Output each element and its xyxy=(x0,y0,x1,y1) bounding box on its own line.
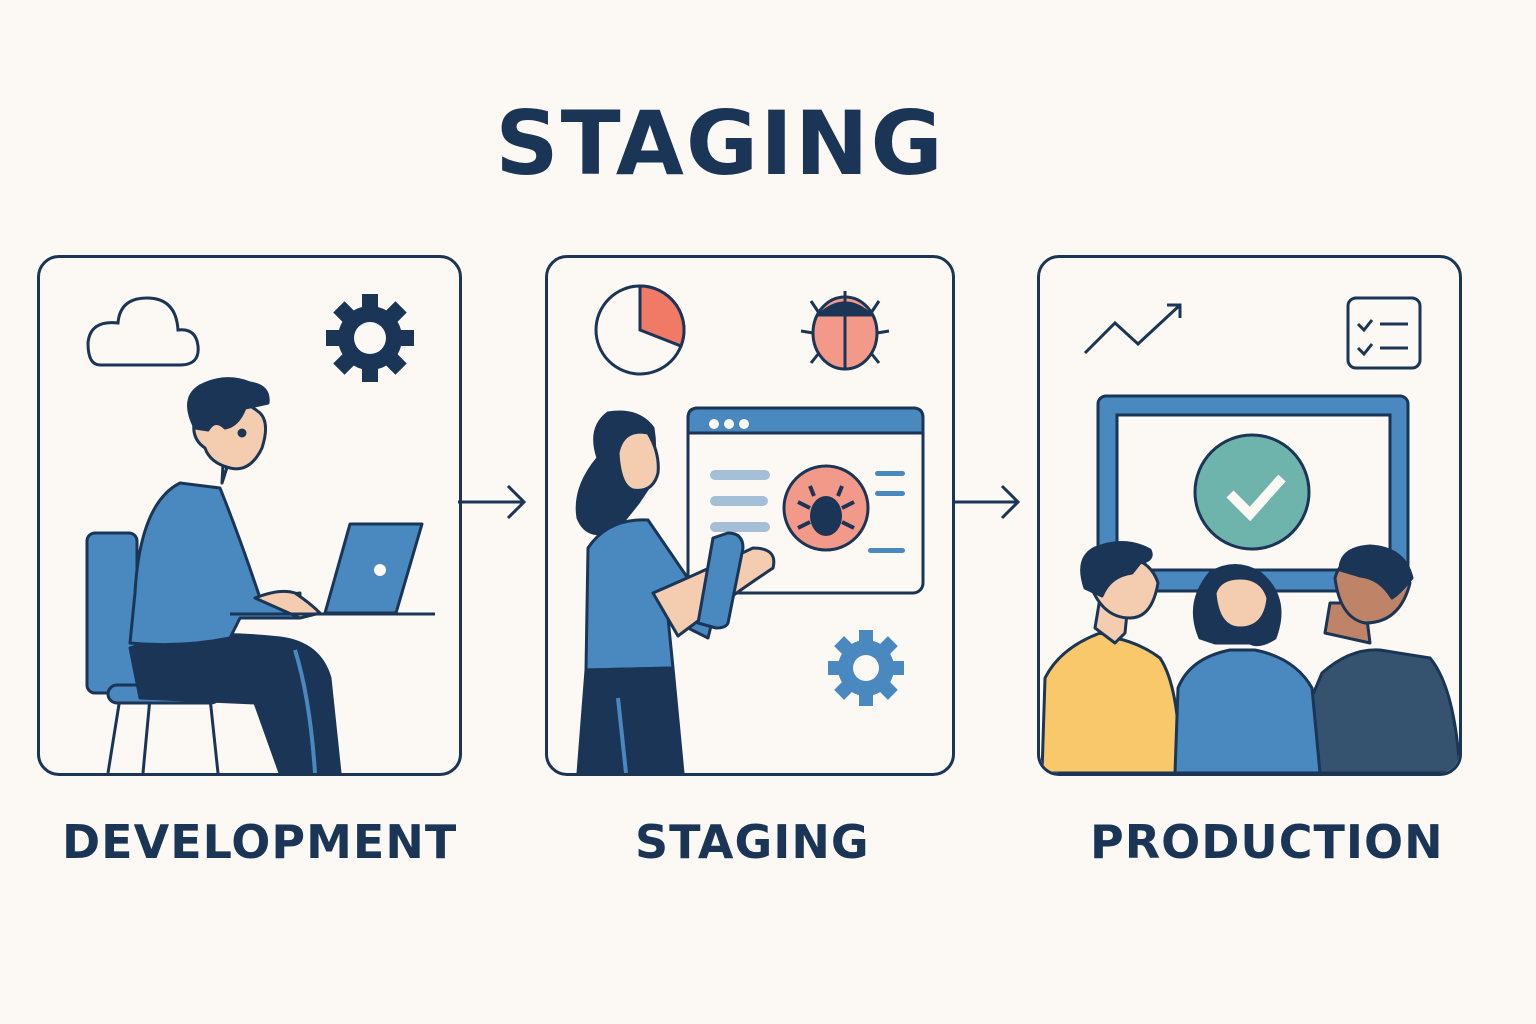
tester-illustration xyxy=(575,410,776,773)
stage-label-production: PRODUCTION xyxy=(1090,815,1444,869)
developer-illustration xyxy=(85,377,435,773)
stage-label-development: DEVELOPMENT xyxy=(62,815,458,869)
team-illustration xyxy=(1040,541,1459,773)
cloud-icon xyxy=(86,296,200,367)
arrow-dev-to-staging xyxy=(458,484,527,520)
panel-production xyxy=(1037,255,1462,776)
gear-icon xyxy=(828,630,904,706)
check-circle-icon xyxy=(1193,433,1311,551)
arrow-staging-to-production xyxy=(952,484,1021,520)
panel-development xyxy=(37,255,462,776)
pie-chart-icon xyxy=(594,284,686,376)
stage-label-staging: STAGING xyxy=(635,815,870,869)
gear-icon xyxy=(326,294,414,382)
bug-icon xyxy=(800,291,890,371)
browser-window xyxy=(686,406,925,595)
panel-staging xyxy=(545,255,955,776)
checklist-icon xyxy=(1346,296,1422,370)
page-title: STAGING xyxy=(495,92,945,195)
trend-up-icon xyxy=(1083,303,1182,355)
